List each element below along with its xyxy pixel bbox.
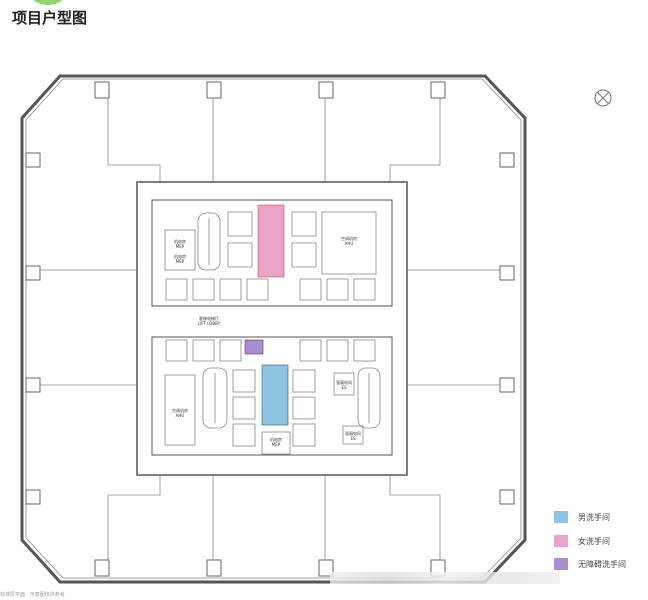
logo-blob <box>33 0 63 5</box>
room-label: AHU <box>176 413 185 418</box>
lobby-label: LIFT LOBBY <box>198 321 221 326</box>
room-label: 机电房 <box>270 436 282 442</box>
blurred-watermark <box>330 572 560 584</box>
room-label: ES <box>341 385 347 390</box>
legend-swatch <box>554 511 568 523</box>
room-label: 机电房 <box>174 238 186 244</box>
legend-swatch <box>554 535 568 547</box>
core-upper-block <box>151 199 393 307</box>
legend-accessible: 无障碍洗手间 <box>554 558 626 570</box>
room-label: MEP <box>272 442 281 447</box>
room-label: AHU <box>345 241 354 246</box>
partitions <box>40 98 500 560</box>
legend-label: 无障碍洗手间 <box>578 559 626 569</box>
room-label: ES <box>350 436 356 441</box>
compass-icon <box>594 89 612 107</box>
room-label: 空调机房 <box>172 407 188 413</box>
outer-facade <box>20 74 527 584</box>
core <box>136 181 408 476</box>
legend-womens: 女洗手间 <box>554 535 610 547</box>
room-label: 强弱电间 <box>345 430 361 436</box>
room-label: 机电房 <box>174 253 186 259</box>
legend-swatch <box>554 558 568 570</box>
footer-caption: 标准层平面 · 示意图仅供参考 <box>0 592 65 598</box>
page-title: 项目户型图 <box>12 9 88 27</box>
room-label: 空调机房 <box>341 235 357 241</box>
legend-label: 男洗手间 <box>578 512 610 522</box>
mens-restroom <box>261 364 289 426</box>
lobby-label: 客梯电梯厅 <box>199 315 219 321</box>
legend-label: 女洗手间 <box>578 536 610 546</box>
core-lower-block <box>151 336 393 456</box>
columns <box>25 81 515 577</box>
room-label: MEP <box>176 259 185 264</box>
accessible-restroom <box>244 339 264 355</box>
legend-mens: 男洗手间 <box>554 511 610 523</box>
room-label: 强弱电间 <box>336 379 352 385</box>
lifts <box>164 211 381 455</box>
womens-restroom <box>257 204 285 278</box>
room-label: MEP <box>176 244 185 249</box>
